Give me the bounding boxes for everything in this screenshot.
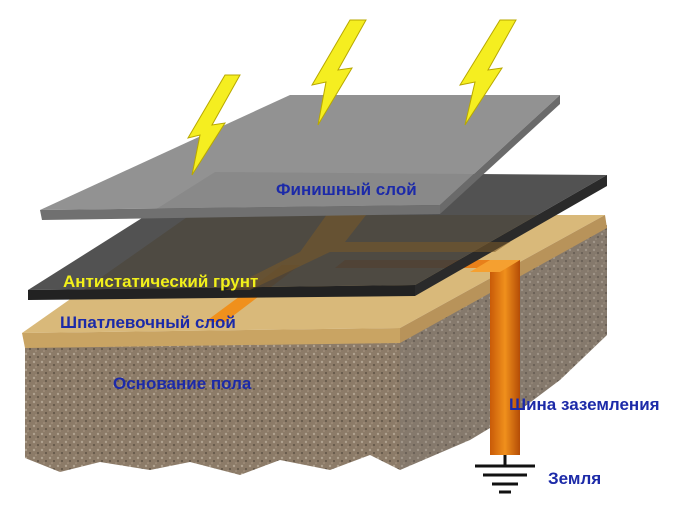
floor-base-label: Основание пола	[113, 374, 252, 393]
finish-plate	[40, 95, 560, 220]
putty-layer-label: Шпатлевочный слой	[60, 313, 236, 332]
ground-symbol-icon	[475, 455, 535, 494]
lightning-bolt-icon	[458, 19, 517, 126]
earth-label: Земля	[548, 469, 602, 488]
finish-layer-label: Финишный слой	[276, 180, 417, 199]
grounding-bus-label: Шина заземления	[509, 395, 660, 414]
lightning-bolt-icon	[186, 74, 241, 176]
lightning-bolt-icon	[310, 19, 367, 126]
antistatic-primer-label: Антистатический грунт	[63, 272, 259, 291]
